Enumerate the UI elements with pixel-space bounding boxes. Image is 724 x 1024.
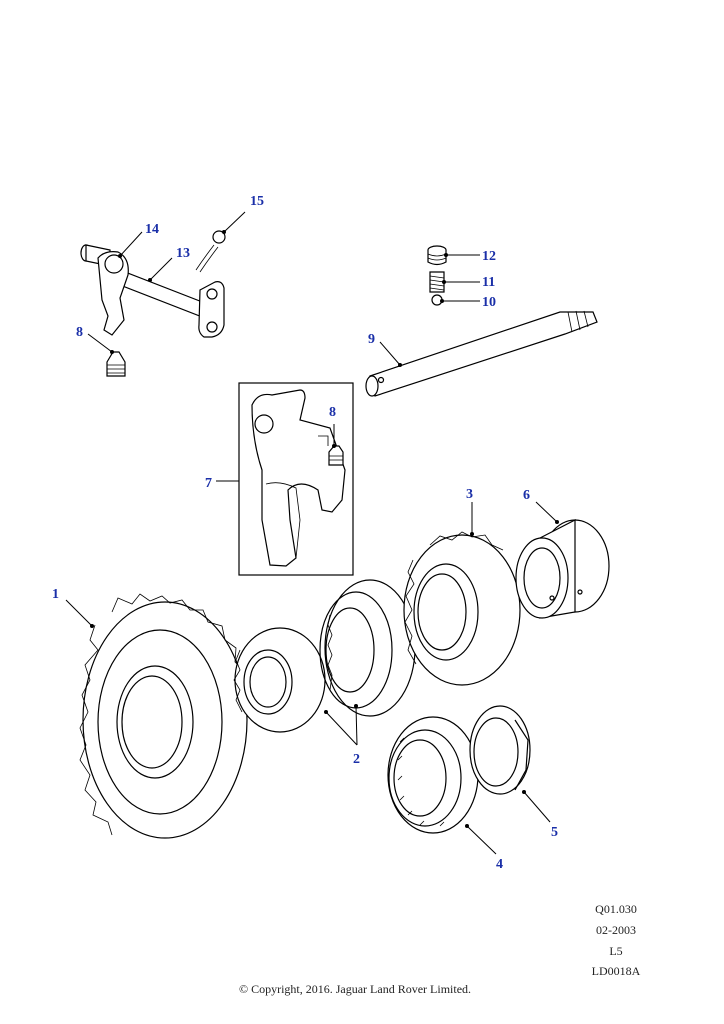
callout-14: 14 (145, 222, 159, 237)
callout-5: 5 (551, 825, 558, 840)
callout-8-lower: 8 (329, 405, 336, 420)
reference-code: Q01.030 (595, 902, 637, 916)
part-12-plug (427, 245, 480, 266)
callout-8-upper: 8 (76, 325, 83, 340)
callout-6: 6 (523, 488, 530, 503)
part-9-selector-rod (365, 310, 598, 397)
callout-7: 7 (205, 476, 212, 491)
part-8-plug-screw-upper (87, 333, 126, 377)
part-13-selector-shaft (119, 244, 225, 338)
callout-12: 12 (482, 249, 496, 264)
part-6-bush (515, 501, 610, 619)
callout-4: 4 (496, 857, 503, 872)
callout-10: 10 (482, 295, 496, 310)
part-2-synchro-hub (233, 627, 326, 733)
part-2-synchro-sleeve (319, 579, 416, 746)
part-14-selector-lever (80, 231, 143, 336)
reference-date: 02-2003 (596, 923, 636, 937)
callout-13: 13 (176, 246, 190, 261)
part-10-detent-ball (431, 294, 480, 306)
drawing-id: LD0018A (591, 964, 641, 978)
reference-level: L5 (609, 944, 623, 958)
part-4-bearing (387, 716, 497, 855)
part-7-selector-fork (216, 382, 354, 576)
part-3-gear (403, 502, 521, 686)
part-1-gear (65, 593, 248, 839)
callout-11: 11 (482, 275, 495, 290)
part-5-bearing-race (469, 705, 551, 823)
part-11-spring (429, 271, 480, 293)
callout-9: 9 (368, 332, 375, 347)
callout-3: 3 (466, 487, 473, 502)
callout-2: 2 (353, 752, 360, 767)
callout-1: 1 (52, 587, 59, 602)
callout-15: 15 (250, 194, 264, 209)
copyright-notice: © Copyright, 2016. Jaguar Land Rover Lim… (238, 982, 472, 996)
part-15-circlip (212, 211, 246, 244)
